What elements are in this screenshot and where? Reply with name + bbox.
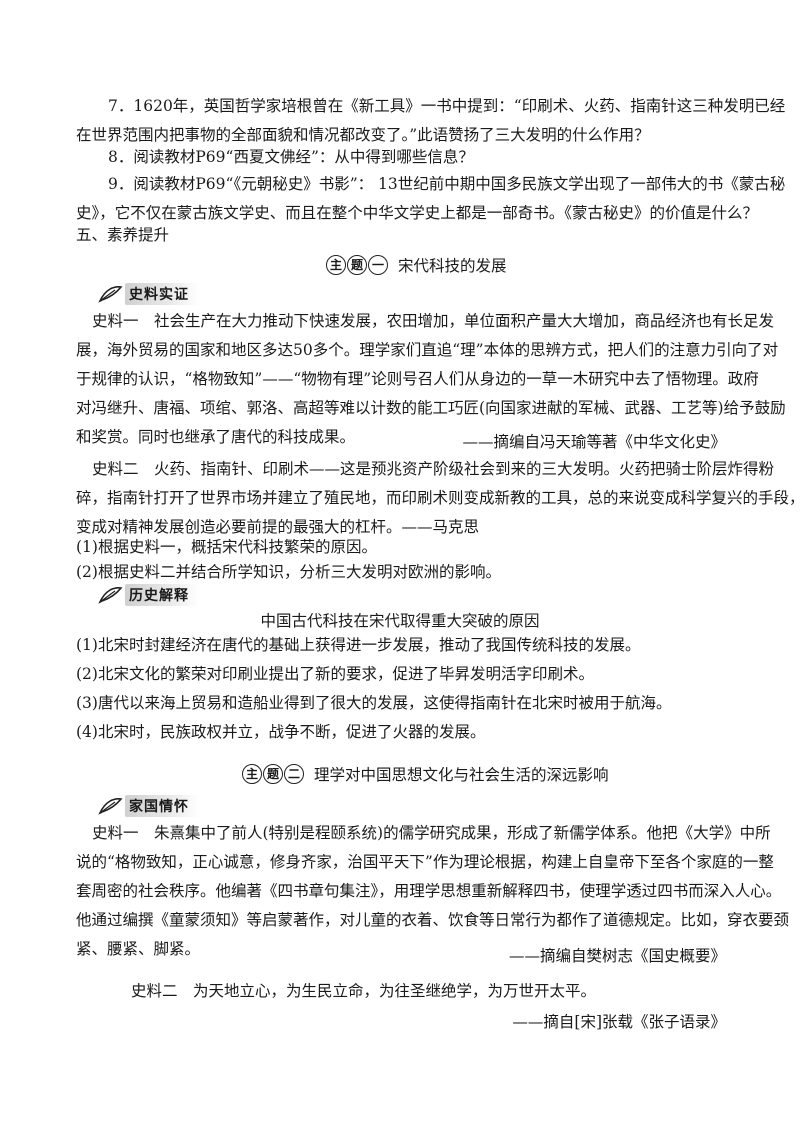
paragraph-line: 套周密的社会秩序。他编著《四书章句集注》，用理学思想重新解释四书，使理学透过四书… xyxy=(76,882,782,900)
feather-icon xyxy=(98,798,123,815)
topic-2-heading: 主 题 二 理学对中国思想文化与社会生活的深远影响 xyxy=(242,762,609,786)
question-a: (1)根据史料一，概括宋代科技繁荣的原因。 xyxy=(76,538,377,556)
paragraph-line: 紧、腰紧、脚紧。 xyxy=(76,940,201,958)
topic-1-heading: 主 题 一 宋代科技的发展 xyxy=(326,253,507,277)
reason-item: (4)北宋时，民族政权并立，战争不断，促进了火器的发展。 xyxy=(76,723,486,741)
question-7: 7．1620年，英国哲学家培根曾在《新工具》一书中提到：“印刷术、火药、指南针这… xyxy=(76,92,786,150)
source-1-topic-2: 史料一 朱熹集中了前人(特别是程颐系统)的儒学研究成果，形成了新儒学体系。他把《… xyxy=(76,819,790,964)
topic-badge-char: 题 xyxy=(347,255,367,275)
tag-historical-evidence: 史料实证 xyxy=(97,283,199,305)
question-b: (2)根据史料二并结合所学知识，分析三大发明对欧洲的影响。 xyxy=(76,563,501,581)
reason-item: (2)北宋文化的繁荣对印刷业提出了新的要求，促进了毕昇发明活字印刷术。 xyxy=(76,665,594,683)
source-2-topic-1: 史料二 火药、指南针、印刷术——这是预兆资产阶级社会到来的三大发明。火药把骑士阶… xyxy=(76,455,800,542)
topic-badge-char: 主 xyxy=(326,255,346,275)
paragraph-line: 展，海外贸易的国家和地区多达50多个。理学家们直追“理”本体的思辨方式，把人们的… xyxy=(76,341,779,359)
paragraph-line: 史料一 朱熹集中了前人(特别是程颐系统)的儒学研究成果，形成了新儒学体系。他把《… xyxy=(92,824,771,842)
topic-1-badge: 主 题 一 xyxy=(326,255,388,275)
paragraph-line: 史料二 火药、指南针、印刷术——这是预兆资产阶级社会到来的三大发明。火药把骑士阶… xyxy=(92,460,775,478)
topic-badge-char: 题 xyxy=(263,764,283,784)
source-1-topic-2-citation: ——摘编自樊树志《国史概要》 xyxy=(508,947,726,965)
question-9-line-1: 9．阅读教材P69“《元朝秘史》书影”： 13世纪前中期中国多民族文学出现了一部… xyxy=(108,175,786,193)
paragraph-line: 和奖赏。同时也继承了唐代的科技成果。 xyxy=(76,428,356,446)
source-2-topic-2-citation: ——摘自[宋]张载《张子语录》 xyxy=(512,1013,726,1031)
reasons-title: 中国古代科技在宋代取得重大突破的原因 xyxy=(260,612,540,630)
feather-icon xyxy=(98,286,123,303)
question-9: 9．阅读教材P69“《元朝秘史》书影”： 13世纪前中期中国多民族文学出现了一部… xyxy=(76,170,786,228)
tag-historical-interpretation: 历史解释 xyxy=(97,584,199,606)
tag-label: 家国情怀 xyxy=(125,795,199,817)
paragraph-line: 史料一 社会生产在大力推动下快速发展，农田增加，单位面积产量大大增加，商品经济也… xyxy=(92,312,775,330)
reason-item: (1)北宋时封建经济在唐代的基础上获得进一步发展，推动了我国传统科技的发展。 xyxy=(76,636,641,654)
tag-label: 历史解释 xyxy=(125,584,199,606)
paragraph-line: 于规律的认识，“格物致知”——“物物有理”论则号召人们从身边的一草一木研究中去了… xyxy=(76,370,759,388)
reasons-list: (1)北宋时封建经济在唐代的基础上获得进一步发展，推动了我国传统科技的发展。 (… xyxy=(76,631,726,747)
paragraph-line: 碎，指南针打开了世界市场并建立了殖民地，而印刷术则变成新教的工具，总的来说变成科… xyxy=(76,489,800,507)
topic-2-badge: 主 题 二 xyxy=(242,764,304,784)
topic-badge-char: 一 xyxy=(368,255,388,275)
reason-item: (3)唐代以来海上贸易和造船业得到了很大的发展，这使得指南针在北宋时被用于航海。 xyxy=(76,694,672,712)
source-1-citation: ——摘编自冯天瑜等著《中华文化史》 xyxy=(462,433,726,451)
topic-2-title: 理学对中国思想文化与社会生活的深远影响 xyxy=(314,766,609,784)
paragraph-line: 说的“格物致知，正心诚意，修身齐家，治国平天下”作为理论根据，构建上自皇帝下至各… xyxy=(76,853,774,871)
tag-patriotism: 家国情怀 xyxy=(97,795,199,817)
paragraph-line: 变成对精神发展创造必要前提的最强大的杠杆。——马克思 xyxy=(76,518,480,536)
section-5-heading: 五、素养提升 xyxy=(76,226,170,244)
paragraph-line: 他通过编撰《童蒙须知》等启蒙著作，对儿童的衣着、饮食等日常行为都作了道德规定。比… xyxy=(76,911,790,929)
topic-badge-char: 二 xyxy=(284,764,304,784)
question-9-line-2: 史》，它不仅在蒙古族文学史、而且在整个中华文学史上都是一部奇书。《蒙古秘史》的价… xyxy=(76,204,759,222)
source-2-topic-2: 史料二 为天地立心，为生民立命，为往圣继绝学，为万世开太平。 xyxy=(131,982,597,1000)
question-8: 8．阅读教材P69“西夏文佛经”：从中得到哪些信息？ xyxy=(108,148,474,166)
source-1-topic-1: 史料一 社会生产在大力推动下快速发展，农田增加，单位面积产量大大增加，商品经济也… xyxy=(76,307,786,452)
paragraph-line: 对冯继升、唐福、项绾、郭洛、高超等难以计数的能工巧匠(向国家进献的军械、武器、工… xyxy=(76,399,786,417)
tag-label: 史料实证 xyxy=(125,283,199,305)
question-7-line-2: 在世界范围内把事物的全部面貌和情况都改变了。”此语赞扬了三大发明的什么作用？ xyxy=(76,126,650,144)
question-7-line-1: 7．1620年，英国哲学家培根曾在《新工具》一书中提到：“印刷术、火药、指南针这… xyxy=(108,97,786,115)
feather-icon xyxy=(98,587,123,604)
topic-1-title: 宋代科技的发展 xyxy=(398,257,507,275)
topic-badge-char: 主 xyxy=(242,764,262,784)
